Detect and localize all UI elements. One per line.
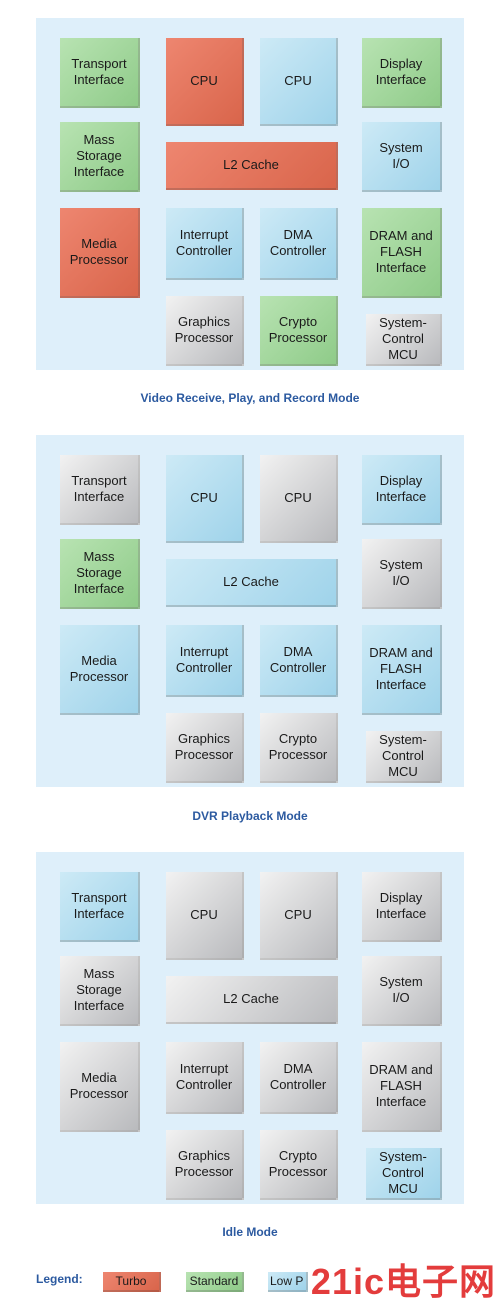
block-system-control-mcu: System- Control MCU	[366, 1148, 442, 1200]
panel-dvr-playback-mode: Transport Interface CPU CPU Display Inte…	[36, 435, 464, 787]
block-system-control-mcu: System- Control MCU	[366, 731, 442, 783]
legend-low-power: Low P	[268, 1272, 308, 1292]
block-l2-cache: L2 Cache	[166, 976, 338, 1024]
panel-video-receive-mode: Transport Interface CPU CPU Display Inte…	[36, 18, 464, 370]
block-cpu-1: CPU	[166, 455, 244, 543]
block-l2-cache: L2 Cache	[166, 559, 338, 607]
block-display-interface: Display Interface	[362, 872, 442, 942]
legend-standard: Standard	[186, 1272, 244, 1292]
legend-title: Legend:	[36, 1272, 83, 1286]
caption-video-receive-mode: Video Receive, Play, and Record Mode	[140, 391, 360, 405]
block-mass-storage-interface: Mass Storage Interface	[60, 122, 140, 192]
block-transport-interface: Transport Interface	[60, 872, 140, 942]
block-media-processor: Media Processor	[60, 208, 140, 298]
panel-idle-mode: Transport Interface CPU CPU Display Inte…	[36, 852, 464, 1204]
block-dma-controller: DMA Controller	[260, 208, 338, 280]
block-transport-interface: Transport Interface	[60, 38, 140, 108]
block-transport-interface: Transport Interface	[60, 455, 140, 525]
block-interrupt-controller: Interrupt Controller	[166, 1042, 244, 1114]
block-media-processor: Media Processor	[60, 1042, 140, 1132]
block-dram-flash-interface: DRAM and FLASH Interface	[362, 625, 442, 715]
block-cpu-1: CPU	[166, 872, 244, 960]
watermark-logo: 21ic电子网	[310, 1261, 496, 1302]
block-dram-flash-interface: DRAM and FLASH Interface	[362, 1042, 442, 1132]
block-system-io: System I/O	[362, 539, 442, 609]
block-system-io: System I/O	[362, 122, 442, 192]
caption-idle-mode: Idle Mode	[222, 1225, 278, 1239]
block-display-interface: Display Interface	[362, 38, 442, 108]
block-system-io: System I/O	[362, 956, 442, 1026]
block-crypto-processor: Crypto Processor	[260, 713, 338, 783]
block-dram-flash-interface: DRAM and FLASH Interface	[362, 208, 442, 298]
block-cpu-1: CPU	[166, 38, 244, 126]
block-system-control-mcu: System- Control MCU	[366, 314, 442, 366]
block-media-processor: Media Processor	[60, 625, 140, 715]
block-interrupt-controller: Interrupt Controller	[166, 208, 244, 280]
legend-turbo: Turbo	[103, 1272, 161, 1292]
block-graphics-processor: Graphics Processor	[166, 1130, 244, 1200]
caption-dvr-playback-mode: DVR Playback Mode	[192, 809, 308, 823]
block-display-interface: Display Interface	[362, 455, 442, 525]
block-dma-controller: DMA Controller	[260, 1042, 338, 1114]
block-cpu-2: CPU	[260, 38, 338, 126]
block-mass-storage-interface: Mass Storage Interface	[60, 956, 140, 1026]
block-cpu-2: CPU	[260, 872, 338, 960]
block-l2-cache: L2 Cache	[166, 142, 338, 190]
block-mass-storage-interface: Mass Storage Interface	[60, 539, 140, 609]
block-cpu-2: CPU	[260, 455, 338, 543]
block-interrupt-controller: Interrupt Controller	[166, 625, 244, 697]
block-graphics-processor: Graphics Processor	[166, 713, 244, 783]
block-crypto-processor: Crypto Processor	[260, 1130, 338, 1200]
block-crypto-processor: Crypto Processor	[260, 296, 338, 366]
block-graphics-processor: Graphics Processor	[166, 296, 244, 366]
block-dma-controller: DMA Controller	[260, 625, 338, 697]
